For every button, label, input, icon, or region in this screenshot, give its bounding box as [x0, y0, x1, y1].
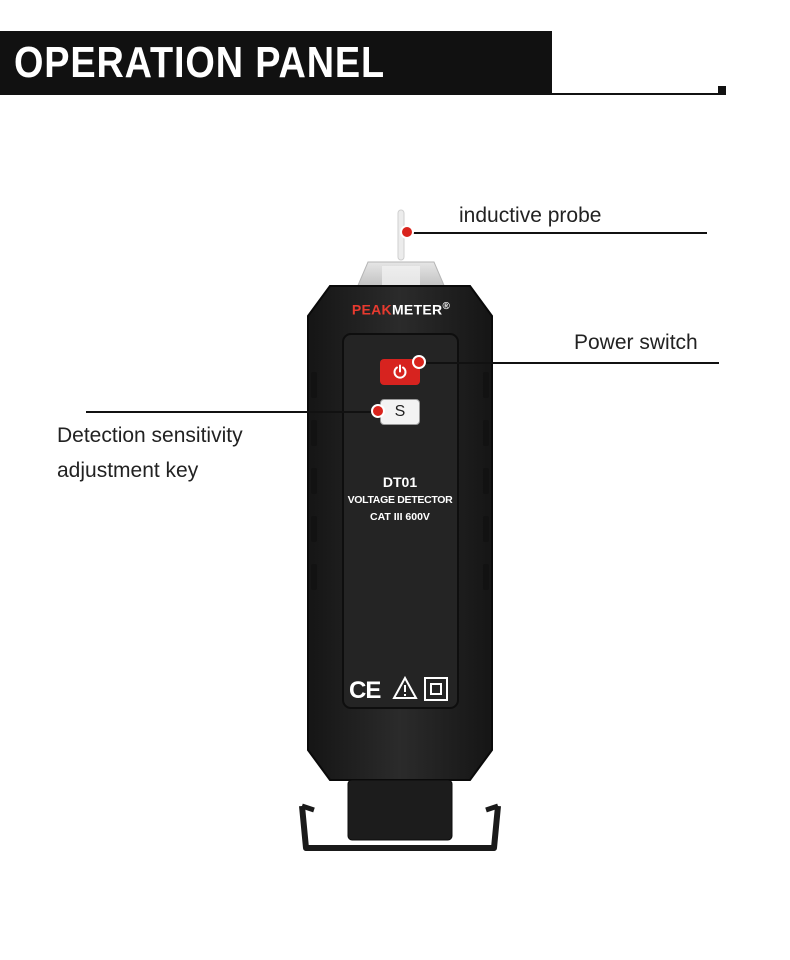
sensitivity-label-line1: Detection sensitivity: [57, 424, 243, 447]
device-body: [307, 285, 493, 781]
power-switch-label: Power switch: [574, 331, 698, 354]
probe-tip: [355, 209, 447, 291]
sensitivity-leader-line: [86, 411, 378, 413]
probe-label: inductive probe: [459, 204, 602, 227]
brand-logo-meter: METER: [391, 301, 443, 318]
double-insulation-icon: [424, 677, 448, 701]
power-leader-line: [419, 362, 719, 364]
header-rule-end: [718, 86, 726, 95]
header-rule: [552, 93, 722, 95]
power-marker: [412, 355, 426, 369]
header-banner: OPERATION PANEL: [0, 31, 552, 95]
page-title: OPERATION PANEL: [14, 38, 385, 87]
belt-clip: [299, 779, 501, 851]
brand-logo: PEAKMETER®: [336, 301, 466, 318]
safety-rating: CAT III 600V: [370, 511, 430, 523]
sensitivity-key[interactable]: S: [380, 399, 420, 425]
probe-marker: [400, 225, 414, 239]
ce-mark-icon: CE: [349, 677, 381, 704]
power-button[interactable]: [380, 359, 420, 385]
brand-logo-peak: PEAK: [351, 301, 392, 318]
sensitivity-marker: [371, 404, 385, 418]
sensitivity-label-line2: adjustment key: [57, 459, 199, 482]
power-icon: [393, 364, 407, 379]
model-number: DT01: [382, 474, 418, 490]
brand-logo-registered: ®: [442, 301, 451, 312]
probe-leader-line: [407, 232, 707, 234]
device-type: VOLTAGE DETECTOR: [347, 494, 453, 506]
warning-triangle-icon: [392, 675, 418, 699]
